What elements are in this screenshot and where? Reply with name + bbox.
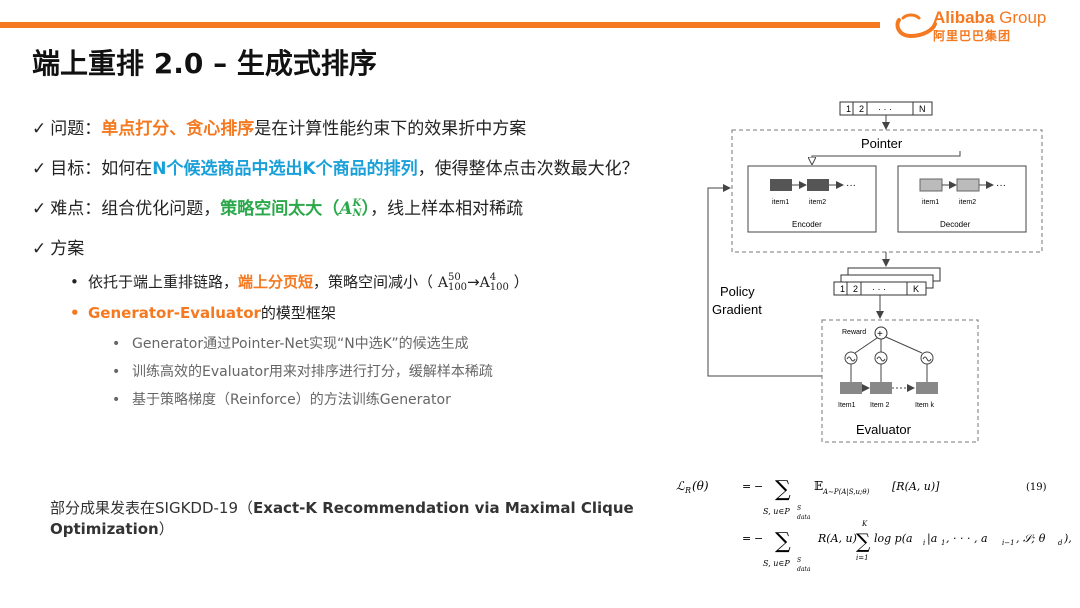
- brand-cn: 阿里巴巴集团: [933, 29, 1012, 43]
- svg-text:i: i: [923, 539, 925, 547]
- brand-name: Alibaba: [933, 8, 995, 27]
- svg-text:R: R: [684, 486, 691, 495]
- sub-sub-bullet-evaluator: •训练高效的Evaluator用来对排序进行打分，缓解样本稀疏: [112, 364, 493, 380]
- svg-text:···: ···: [996, 180, 1006, 191]
- svg-text:𝔼: 𝔼: [814, 479, 823, 493]
- generator-box: [731, 129, 1043, 253]
- bullet-solution: ✓方案: [32, 239, 85, 259]
- svg-text:item2: item2: [959, 199, 976, 206]
- input-sequence: 1 2 · · · N: [839, 101, 933, 116]
- svg-text:∑: ∑: [856, 529, 871, 553]
- decoder-block: ··· item1 item2 Decoder: [897, 165, 1027, 233]
- svg-text:S: S: [797, 505, 801, 512]
- svg-text:Item 2: Item 2: [870, 402, 890, 409]
- svg-text:item2: item2: [809, 199, 826, 206]
- sub-sub-bullet-reinforce: •基于策略梯度（Reinforce）的方法训练Generator: [112, 392, 451, 408]
- svg-text:K: K: [861, 520, 868, 528]
- gradient-label: Gradient: [712, 302, 762, 317]
- svg-text:, · · · , a: , · · · , a: [946, 532, 988, 545]
- svg-text:S: S: [797, 557, 801, 564]
- svg-text:S, u∈P: S, u∈P: [763, 507, 790, 516]
- check-icon: ✓: [32, 119, 47, 139]
- check-icon: ✓: [32, 239, 47, 259]
- svg-text:A∼P(A|S,u;θ): A∼P(A|S,u;θ): [822, 488, 870, 496]
- svg-text:S, u∈P: S, u∈P: [763, 559, 790, 568]
- svg-text:R(A, u): R(A, u): [817, 532, 857, 545]
- svg-text:∑: ∑: [775, 477, 791, 502]
- svg-text:N: N: [919, 104, 926, 114]
- svg-text:[R(A, u)]: [R(A, u)]: [892, 480, 940, 493]
- svg-text:=: =: [742, 532, 751, 545]
- svg-text:· · ·: · · ·: [878, 104, 892, 114]
- bullet-goal: ✓目标：如何在N个候选商品中选出K个商品的排列，使得整体点击次数最大化？: [32, 159, 639, 179]
- check-icon: ✓: [32, 199, 47, 219]
- svg-text:+: +: [877, 329, 883, 340]
- brand-group: Group: [999, 8, 1047, 27]
- svg-text:, 𝒮; θ: , 𝒮; θ: [1016, 532, 1046, 545]
- generator-evaluator-diagram: 1 2 · · · N Pointer ··· item1 item2 Enco…: [707, 101, 1043, 443]
- loss-equation: ℒ R (θ) = − ∑ S, u∈P S data 𝔼 A∼P(A|S,u;…: [676, 477, 1072, 573]
- svg-text:· · ·: · · ·: [872, 284, 886, 294]
- publication-note: 部分成果发表在SIGKDD-19（Exact-K Recommendation …: [50, 499, 634, 538]
- svg-text:(θ): (θ): [692, 479, 709, 493]
- check-icon: ✓: [32, 159, 47, 179]
- svg-text:Encoder: Encoder: [792, 220, 822, 229]
- svg-text:(19): (19): [1026, 482, 1047, 493]
- svg-text:∑: ∑: [775, 529, 791, 554]
- alibaba-logo: Alibaba Group 阿里巴巴集团: [893, 6, 1073, 46]
- pointer-label: Pointer: [861, 136, 903, 151]
- svg-text:2: 2: [853, 284, 858, 294]
- paper-title: Exact-K Recommendation via Maximal Cliqu…: [50, 499, 634, 538]
- svg-text:log p(a: log p(a: [874, 532, 913, 545]
- svg-text:ℒ: ℒ: [676, 479, 685, 493]
- svg-text:i−1: i−1: [1002, 539, 1015, 547]
- svg-text:Decoder: Decoder: [940, 220, 971, 229]
- svg-text:Item k: Item k: [915, 402, 935, 409]
- svg-text:data: data: [797, 566, 811, 573]
- svg-text:),: ),: [1063, 532, 1072, 545]
- encoder-block: ··· item1 item2 Encoder: [747, 165, 877, 233]
- alibaba-smile-icon: [895, 13, 937, 39]
- svg-text:=: =: [742, 480, 751, 493]
- svg-text:−: −: [754, 532, 763, 545]
- svg-text:item1: item1: [922, 199, 939, 206]
- svg-text:1: 1: [941, 539, 945, 547]
- evaluator-box: [821, 319, 979, 443]
- svg-text:|a: |a: [927, 532, 937, 546]
- svg-text:1: 1: [840, 284, 845, 294]
- policy-label: Policy: [720, 284, 755, 299]
- bullet-problem: ✓问题：单点打分、贪心排序是在计算性能约束下的效果折中方案: [32, 119, 527, 139]
- svg-text:1: 1: [846, 104, 851, 114]
- svg-text:2: 2: [859, 104, 864, 114]
- svg-text:item1: item1: [772, 199, 789, 206]
- svg-text:i=1: i=1: [856, 554, 869, 562]
- svg-text:Item1: Item1: [838, 402, 856, 409]
- svg-text:K: K: [913, 284, 919, 294]
- sub-bullet-framework: •Generator-Evaluator的模型框架: [70, 304, 336, 322]
- svg-text:−: −: [754, 480, 763, 493]
- page-title: 端上重排 2.0 – 生成式排序: [32, 47, 377, 80]
- svg-text:data: data: [797, 514, 811, 521]
- svg-text:Reward: Reward: [842, 329, 866, 336]
- header-accent-bar: [0, 22, 880, 28]
- svg-text:d: d: [1058, 539, 1063, 547]
- evaluator-label: Evaluator: [856, 422, 912, 437]
- sub-sub-bullet-generator: •Generator通过Pointer-Net实现“N中选K”的候选生成: [112, 336, 469, 352]
- output-sequences: 1 2 · · · K: [833, 267, 941, 296]
- svg-text:···: ···: [846, 180, 856, 191]
